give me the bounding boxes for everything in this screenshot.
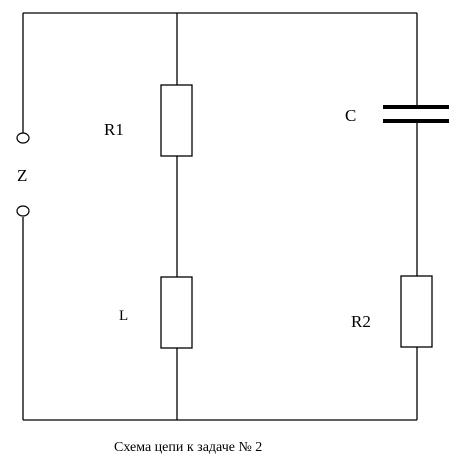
resistor-r1 — [160, 84, 193, 157]
inductor-l — [160, 276, 193, 349]
label-c: C — [345, 106, 356, 125]
diagram-caption: Схема цепи к задаче № 2 — [114, 440, 262, 455]
terminal-top — [16, 132, 30, 144]
label-r1: R1 — [104, 120, 124, 139]
label-r2: R2 — [351, 312, 371, 331]
terminal-bottom — [16, 205, 30, 217]
label-z: Z — [17, 166, 27, 185]
label-l: L — [119, 308, 128, 324]
resistor-r2 — [400, 275, 433, 348]
